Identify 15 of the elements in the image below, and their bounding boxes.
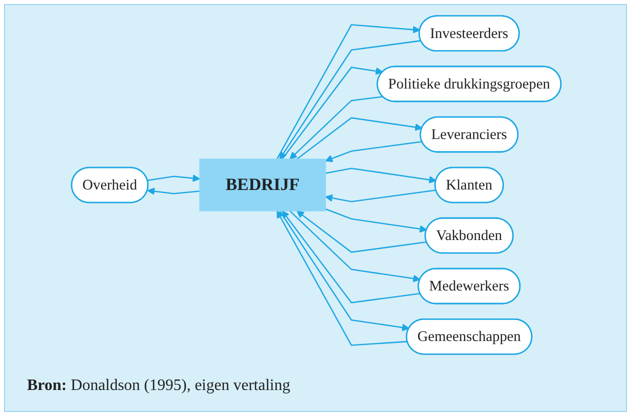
- arrow: [325, 190, 436, 202]
- arrow: [282, 66, 384, 160]
- arrow: [282, 210, 421, 304]
- source-caption: Bron: Donaldson (1995), eigen vertaling: [27, 377, 290, 395]
- arrow: [290, 210, 421, 282]
- arrow: [296, 210, 428, 253]
- arrow: [326, 168, 437, 184]
- arrow: [290, 96, 384, 160]
- arrow: [296, 117, 423, 160]
- arrow: [325, 140, 422, 162]
- node-box: [200, 158, 326, 212]
- arrow: [148, 188, 200, 196]
- arrow: [148, 174, 200, 182]
- diagram-background: Overheid Investeerders Politieke drukkingsgroepen Leveranciers BEDRIJF Klanten Vakbonden Medewerkers Gemeenschappen Bron: Donaldson (1995), eigen vertaling: [4, 4, 627, 412]
- arrow: [326, 208, 428, 233]
